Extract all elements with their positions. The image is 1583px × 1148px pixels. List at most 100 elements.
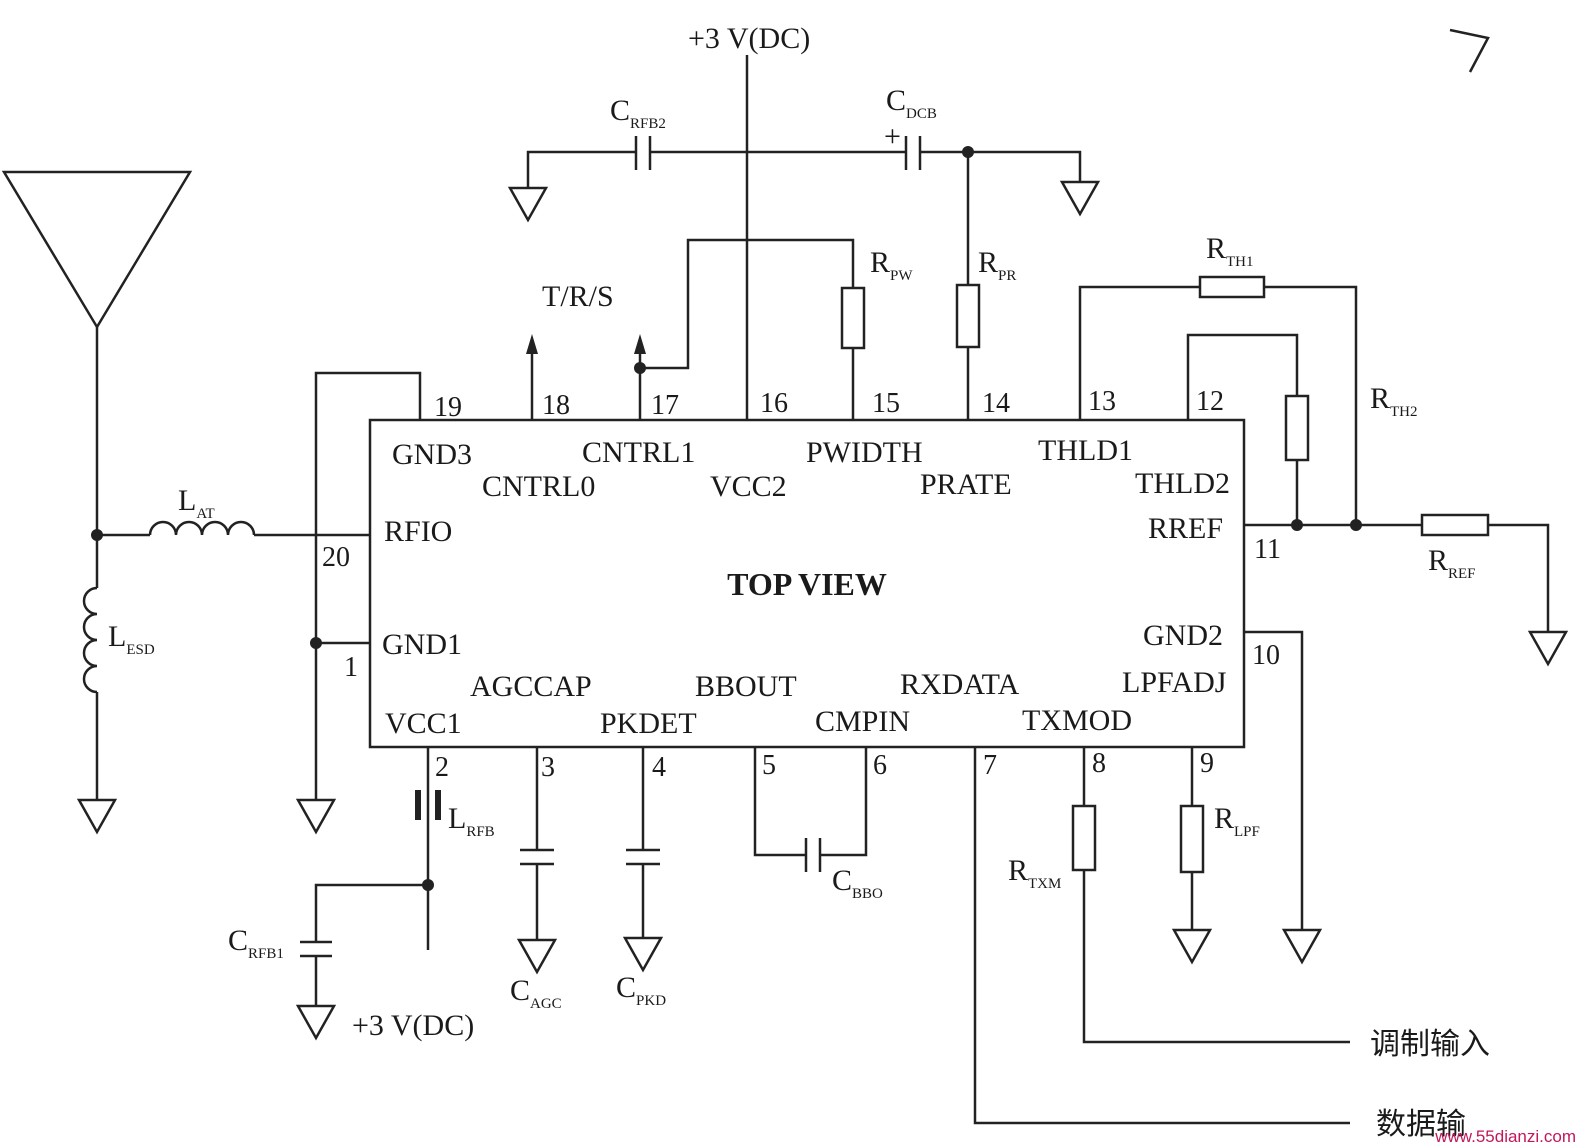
pin-number-4: 4 — [652, 752, 666, 783]
label-rref: RREF — [1428, 544, 1476, 582]
wire-gnd2 — [1244, 630, 1304, 930]
label-cagc: CAGC — [510, 974, 562, 1012]
pin-label-thld2: THLD2 — [1135, 467, 1230, 500]
inductor-lat — [97, 520, 370, 537]
resistor-rpr — [955, 152, 981, 420]
pin-number-8: 8 — [1092, 748, 1106, 779]
wire-rxdata — [973, 747, 1350, 1125]
label-rtxm: RTXM — [1008, 854, 1061, 892]
pin-label-pwidth: PWIDTH — [806, 436, 923, 469]
resistor-rpw — [840, 286, 866, 420]
pin-number-14: 14 — [982, 388, 1010, 419]
pin-number-3: 3 — [541, 752, 555, 783]
resistor-rtxm — [1071, 747, 1350, 1044]
pin-label-gnd3: GND3 — [392, 438, 472, 471]
ground-cpkd — [622, 936, 664, 973]
pin-label-vcc1: VCC1 — [385, 707, 462, 740]
pin-number-13: 13 — [1088, 386, 1116, 417]
pin-label-gnd1: GND1 — [382, 628, 462, 661]
wire-cntrl1 — [634, 238, 855, 420]
label-rth1: RTH1 — [1206, 232, 1254, 270]
pin-number-6: 6 — [873, 750, 887, 781]
stray-mark — [1449, 28, 1490, 73]
pin-label-txmod: TXMOD — [1022, 704, 1132, 737]
label-trs: T/R/S — [542, 280, 614, 313]
capacitor-crfb1 — [300, 883, 428, 1006]
pin-number-7: 7 — [983, 750, 997, 781]
resistor-rth2 — [1186, 333, 1310, 525]
ic-chip-body — [368, 418, 1246, 749]
pin-label-vcc2: VCC2 — [710, 470, 787, 503]
label-mod-input: 调制输入 — [1370, 1027, 1490, 1062]
pin-label-prate: PRATE — [920, 468, 1012, 501]
node-gnd1 — [310, 637, 322, 649]
resistor-rlpf — [1179, 747, 1205, 930]
pin-number-9: 9 — [1200, 748, 1214, 779]
pin-label-thld1: THLD1 — [1038, 434, 1133, 467]
pin-label-rfio: RFIO — [384, 515, 452, 548]
pin-label-cmpin: CMPIN — [815, 705, 910, 738]
wire-gnd3-gnd1 — [314, 371, 422, 800]
pin-label-cntrl0: CNTRL0 — [482, 470, 595, 503]
capacitor-crfb2 — [526, 136, 747, 188]
ground-lesd — [76, 798, 118, 835]
node-rth1 — [1350, 519, 1362, 531]
label-crfb1: CRFB1 — [228, 924, 284, 962]
chip-title: TOP VIEW — [727, 566, 887, 602]
supply-bottom-label: +3 V(DC) — [352, 1009, 474, 1042]
label-rth2: RTH2 — [1370, 382, 1418, 420]
pin-label-agccap: AGCCAP — [470, 670, 592, 703]
pin-number-19: 19 — [434, 392, 462, 423]
pin-number-15: 15 — [872, 388, 900, 419]
capacitor-cdcb — [747, 136, 1082, 182]
label-cpkd: CPKD — [616, 971, 666, 1009]
ground-crfb2 — [507, 186, 549, 223]
inductor-lesd — [82, 535, 99, 800]
pin-number-16: 16 — [760, 388, 788, 419]
pin-label-cntrl1: CNTRL1 — [582, 436, 695, 469]
label-lat: LAT — [178, 484, 215, 522]
pin-label-bbout: BBOUT — [695, 670, 797, 703]
ground-rref — [1527, 630, 1569, 667]
pin-number-18: 18 — [542, 390, 570, 421]
pin-number-17: 17 — [651, 390, 679, 421]
pin-number-10: 10 — [1252, 640, 1280, 671]
label-lrfb: LRFB — [448, 802, 495, 840]
ground-cagc — [516, 938, 558, 975]
resistor-rth1 — [1078, 275, 1358, 525]
ground-gnd2 — [1281, 928, 1323, 965]
watermark: www.55dianzi.com — [1434, 1127, 1576, 1146]
pin-label-lpfadj: LPFADJ — [1122, 666, 1227, 699]
label-cbbo: CBBO — [832, 864, 883, 902]
pin-number-5: 5 — [762, 750, 776, 781]
label-rlpf: RLPF — [1214, 802, 1260, 840]
pin-label-rxdata: RXDATA — [900, 668, 1020, 701]
ground-rlpf — [1171, 928, 1213, 965]
label-lesd: LESD — [108, 620, 155, 658]
label-cdcb: CDCB — [886, 84, 937, 122]
pin-number-20: 20 — [322, 542, 350, 573]
pin-number-11: 11 — [1254, 534, 1281, 565]
pin-label-rref: RREF — [1148, 512, 1223, 545]
pin-number-12: 12 — [1196, 386, 1224, 417]
supply-top-label: +3 V(DC) — [688, 22, 810, 55]
cdcb-plus: + — [884, 120, 901, 153]
label-data-output: 数据输 — [1376, 1107, 1466, 1142]
pin-number-1: 1 — [344, 652, 358, 683]
label-rpr: RPR — [978, 246, 1016, 284]
ground-gnd1 — [295, 798, 337, 835]
capacitor-cpkd — [626, 747, 660, 938]
resistor-rref — [1244, 513, 1550, 632]
pin-number-2: 2 — [435, 752, 449, 783]
node-rth2 — [1291, 519, 1303, 531]
ground-crfb1 — [295, 1004, 337, 1041]
capacitor-cbbo — [753, 747, 868, 872]
inductor-lrfb — [415, 747, 441, 950]
label-rpw: RPW — [870, 246, 913, 284]
wire-cntrl0 — [526, 334, 538, 420]
capacitor-cagc — [520, 747, 554, 940]
antenna-symbol — [1, 170, 193, 535]
node-cntrl1 — [634, 362, 646, 374]
label-crfb2: CRFB2 — [610, 94, 666, 132]
